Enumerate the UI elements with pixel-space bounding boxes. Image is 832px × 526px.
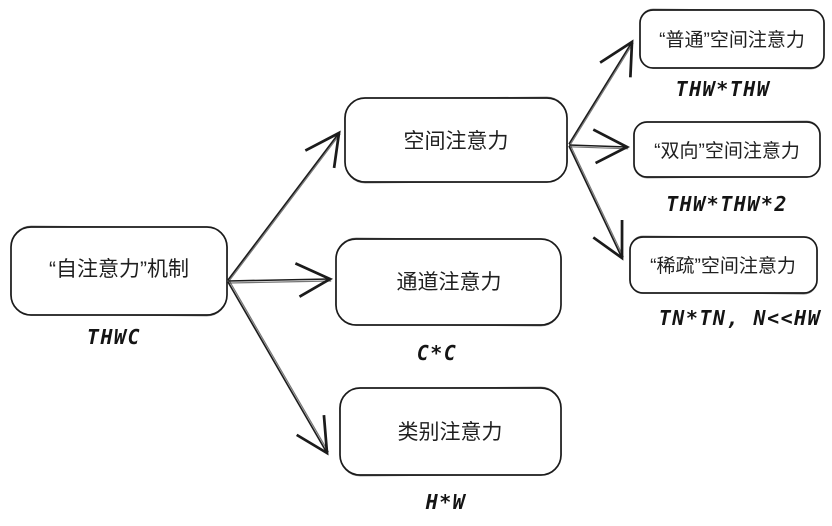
node-label: 通道注意力 <box>397 271 502 294</box>
arrow-spatial-to-bidirectional <box>568 128 630 165</box>
node-sublabel-tntn: TN*TN, N<<HW <box>659 306 822 330</box>
arrow-spatial-to-normal <box>568 39 634 146</box>
node-label: 类别注意力 <box>398 421 503 444</box>
node-channel-attention: 通道注意力 <box>335 237 562 327</box>
node-label: “普通”空间注意力 <box>659 29 805 51</box>
node-sublabel-hw: H*W <box>425 490 467 514</box>
node-sublabel-cc: C*C <box>417 341 458 365</box>
node-label: 空间注意力 <box>404 130 509 153</box>
node-category-attention: 类别注意力 <box>339 386 562 477</box>
node-self-attention: “自注意力”机制 <box>10 225 228 317</box>
node-spatial-attention: 空间注意力 <box>344 96 568 184</box>
arrow-spatial-to-sparse <box>568 144 624 261</box>
node-sublabel-thwc: THWC <box>87 325 141 349</box>
arrow-root-to-category <box>227 280 330 456</box>
node-normal-spatial-attention: “普通”空间注意力 <box>639 8 825 70</box>
arrow-root-to-channel <box>227 262 333 298</box>
node-bidirectional-spatial-attention: “双向”空间注意力 <box>633 120 821 179</box>
edges-group <box>227 39 634 456</box>
arrow-root-to-spatial <box>227 130 341 282</box>
node-label: “自注意力”机制 <box>49 258 189 281</box>
node-label: “稀疏”空间注意力 <box>650 255 796 277</box>
node-sublabel-thwthw2: THW*THW*2 <box>666 192 788 216</box>
node-label: “双向”空间注意力 <box>654 140 800 162</box>
node-sparse-spatial-attention: “稀疏”空间注意力 <box>629 235 818 295</box>
node-sublabel-thwthw: THW*THW <box>676 77 771 101</box>
